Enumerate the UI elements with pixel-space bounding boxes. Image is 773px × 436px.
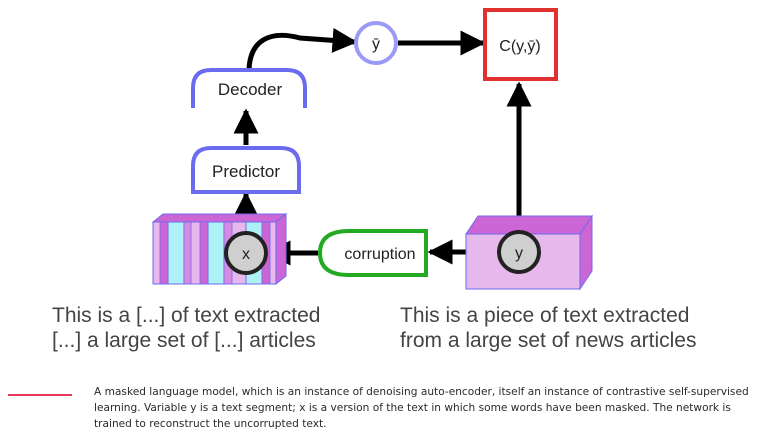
masked-slot-2 bbox=[207, 221, 225, 285]
caption-divider bbox=[8, 394, 72, 396]
cost-module: C(y,ȳ) bbox=[483, 8, 558, 81]
predictor-module: Predictor bbox=[191, 146, 301, 194]
predictor-label: Predictor bbox=[212, 162, 280, 181]
decoder-module: Decoder bbox=[191, 68, 307, 108]
y-variable: y bbox=[497, 230, 541, 274]
original-block-side bbox=[579, 214, 593, 291]
arrow-decoder-to-ybar bbox=[246, 27, 358, 71]
decoder-label: Decoder bbox=[218, 80, 283, 99]
masked-sentence: This is a [...] of text extracted [...] … bbox=[52, 303, 320, 353]
word-bar-3 bbox=[199, 221, 209, 285]
y-label: y bbox=[515, 245, 523, 262]
y-bar-variable: ȳ bbox=[354, 21, 398, 65]
corruption-label: corruption bbox=[344, 246, 415, 263]
masked-sentence-line-2: [...] a large set of [...] articles bbox=[52, 329, 316, 352]
y-bar-label: ȳ bbox=[372, 36, 380, 53]
corruption-module: corruption bbox=[317, 229, 428, 277]
cost-label: C(y,ȳ) bbox=[499, 38, 540, 55]
masked-sentence-line-1: This is a [...] of text extracted bbox=[52, 304, 321, 327]
masked-language-model-diagram: Decoder Predictor corruption C(y,ȳ) ȳ … bbox=[151, 8, 593, 291]
word-bar-1 bbox=[159, 221, 169, 285]
x-label: x bbox=[242, 246, 250, 263]
text-block-top bbox=[151, 213, 288, 223]
original-sentence-line-2: from a large set of news articles bbox=[400, 329, 697, 352]
original-sentence: This is a piece of text extracted from a… bbox=[400, 303, 696, 353]
original-block-top bbox=[465, 215, 593, 235]
figure-caption: A masked language model, which is an ins… bbox=[94, 386, 749, 430]
masked-slot-1 bbox=[167, 221, 185, 285]
text-block-side bbox=[275, 212, 287, 286]
x-variable: x bbox=[224, 231, 268, 275]
word-bar-2 bbox=[183, 221, 192, 285]
original-sentence-line-1: This is a piece of text extracted bbox=[400, 304, 690, 327]
